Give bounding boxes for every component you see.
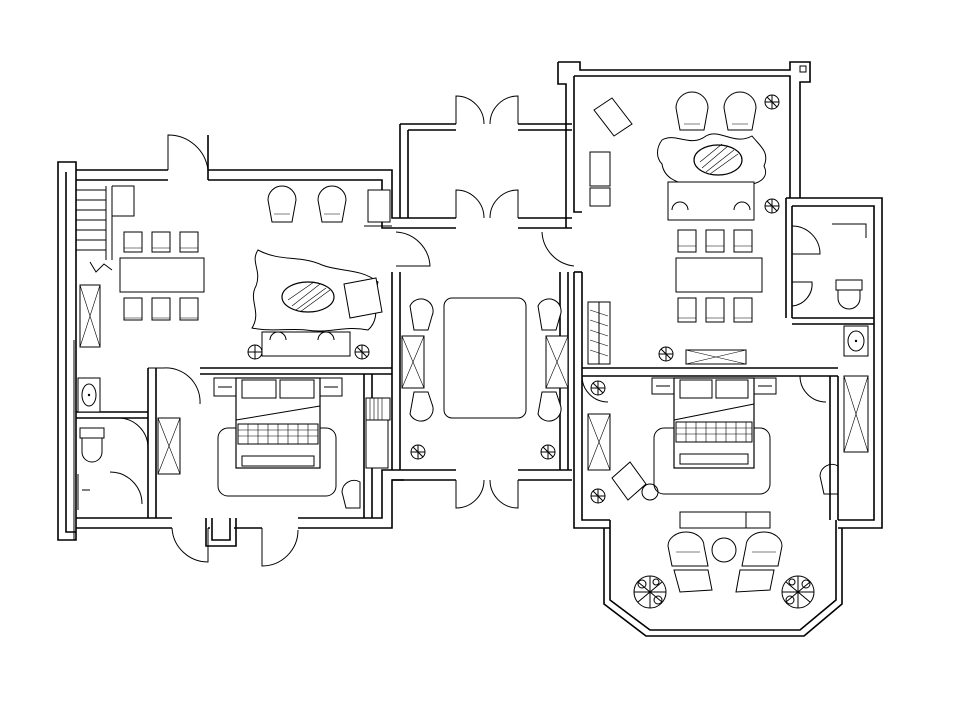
left-dining-set	[119, 231, 205, 321]
right-wing-doors	[581, 223, 867, 403]
balcony-furniture	[667, 531, 783, 593]
left-wing-walls	[57, 161, 404, 547]
left-bottom-doors	[171, 527, 299, 567]
right-bathroom-fixtures	[819, 279, 869, 495]
left-interior-walls	[76, 367, 392, 518]
central-hall-doors	[395, 95, 575, 509]
left-bathroom-fixtures	[77, 377, 105, 510]
stair-landing	[76, 185, 135, 273]
central-hall-furniture	[401, 297, 569, 460]
right-shelving	[587, 301, 747, 365]
left-top-door	[167, 134, 209, 180]
right-wing-walls	[557, 61, 883, 637]
left-bedroom	[213, 377, 391, 509]
right-living-area	[589, 91, 780, 221]
potted-plants	[633, 575, 815, 609]
left-living-area	[247, 185, 392, 360]
left-wardrobe	[79, 284, 181, 475]
right-bedroom	[587, 377, 777, 504]
right-dining-set	[675, 229, 763, 323]
